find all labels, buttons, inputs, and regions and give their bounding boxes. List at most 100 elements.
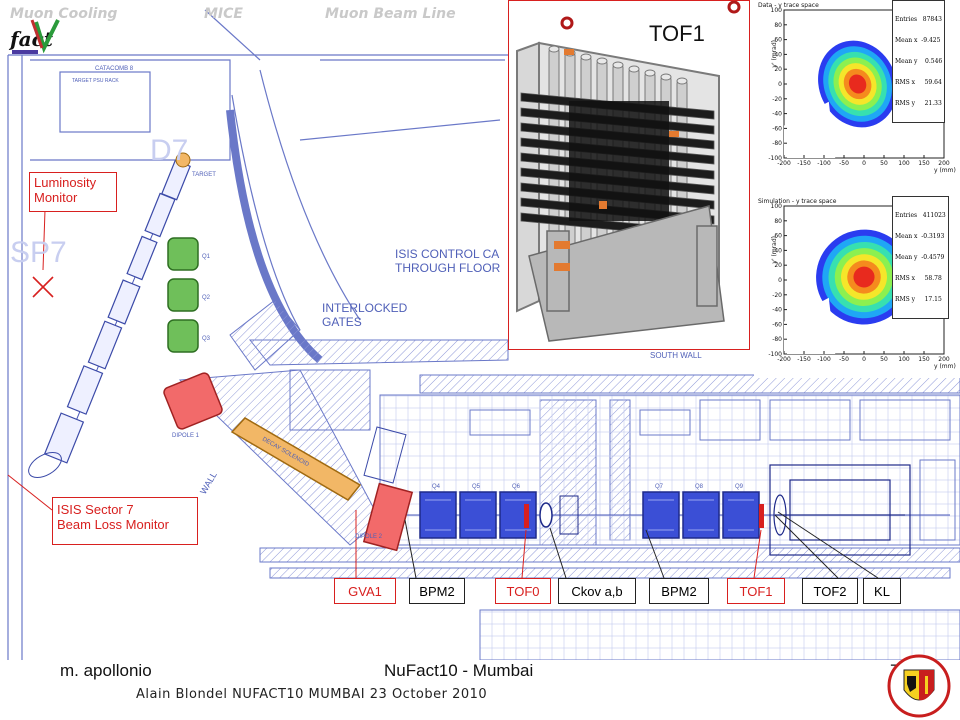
svg-text:-100: -100 [768,155,782,162]
plan-label-south-wall: SOUTH WALL [650,351,702,360]
header-mice: MICE [204,6,243,22]
plan-label-interlocked: INTERLOCKED [322,301,408,315]
luminosity-monitor-callout: Luminosity Monitor [29,172,117,212]
sim-stat-rms-y: RMS y 17.15 [895,296,942,303]
plan-label-isis-control: ISIS CONTROL CA [395,247,499,261]
plan-label-q5: Q5 [472,484,481,490]
sim-stat-rms-x: RMS x 58.78 [895,275,942,282]
svg-text:100: 100 [771,7,783,14]
data-stat-mean-y: Mean y 0.546 [895,58,943,65]
isis-callout-line-2: Beam Loss Monitor [57,517,169,532]
svg-text:-60: -60 [772,321,782,328]
svg-text:50: 50 [880,356,888,363]
svg-text:0: 0 [778,81,782,88]
svg-text:-200: -200 [777,160,791,167]
svg-text:Simulation - y trace space: Simulation - y trace space [758,198,837,205]
svg-text:y' (mrad): y' (mrad) [771,236,778,264]
sim-stat-entries: Entries 411023 [895,212,946,219]
sim-stat-mean-y: Mean y -0.4579 [895,254,945,261]
detector-label-tof2: TOF2 [802,578,858,604]
svg-text:150: 150 [918,356,930,363]
horizontal-scintillator-bars [520,92,715,240]
plan-label-gates: GATES [322,315,362,329]
svg-text:200: 200 [938,160,950,167]
detector-label-bpm2: BPM2 [649,578,709,604]
svg-text:40: 40 [774,247,782,254]
plan-label-wall: WALL [198,470,219,496]
svg-text:20: 20 [774,262,782,269]
plan-label-sp7: SP7 [10,236,67,269]
simulation-trace-space-plot: Simulation - y trace space100806040200-2… [758,198,956,370]
svg-text:100: 100 [771,203,783,210]
header-muon-cooling: Muon Cooling [10,6,118,22]
plan-label-q8: Q8 [695,484,704,490]
trace-space-svg: Data - y trace space100806040200-20-40-6… [758,2,956,370]
svg-text:-50: -50 [839,160,849,167]
data-stat-rms-x: RMS x 59.64 [895,79,942,86]
luminosity-callout-line-1: Luminosity [34,175,97,190]
svg-text:-150: -150 [797,356,811,363]
svg-text:100: 100 [898,356,910,363]
data-stats-box: Entries 87843 Mean x -9.425 Mean y 0.546… [892,0,946,123]
detector-label-tof1: TOF1 [727,578,785,604]
svg-text:-100: -100 [817,160,831,167]
simulation-stats-box: Entries 411023 Mean x -0.3193 Mean y -0.… [892,196,949,319]
plan-label-through-floor: THROUGH FLOOR [395,261,501,275]
plan-label-catacomb: CATACOMB 8 [95,66,134,72]
plan-label-q6: Q6 [512,484,521,490]
svg-text:-40: -40 [772,307,782,314]
beamline-floor-plan: CATACOMB 8 TARGET PSU RACK D7 TARGET SP7… [7,9,960,660]
svg-text:-80: -80 [772,140,782,147]
plan-label-q1: Q1 [202,254,211,260]
plan-label-q4: Q4 [432,484,441,490]
detector-label-tof0: TOF0 [495,578,551,604]
svg-text:100: 100 [898,160,910,167]
svg-text:0: 0 [862,356,866,363]
svg-text:150: 150 [918,160,930,167]
data-stat-entries: Entries 87843 [895,16,942,23]
svg-text:200: 200 [938,356,950,363]
svg-text:-60: -60 [772,125,782,132]
tof1-panel-title: TOF1 [649,21,705,46]
isis-beam-loss-callout: ISIS Sector 7 Beam Loss Monitor [52,497,198,545]
svg-text:y (mm): y (mm) [934,363,956,370]
svg-text:y (mm): y (mm) [934,167,956,174]
svg-text:-40: -40 [772,111,782,118]
svg-text:60: 60 [774,37,782,44]
plan-label-q2: Q2 [202,295,211,301]
plan-label-target: TARGET [192,172,216,178]
plan-label-dipole-2: DIPOLE 2 [355,534,383,540]
svg-text:40: 40 [774,51,782,58]
tof1-detector-render [516,1,741,342]
svg-text:-150: -150 [797,160,811,167]
dipole-2 [362,482,414,552]
svg-text:y' (mrad): y' (mrad) [771,40,778,68]
plan-label-q3: Q3 [202,336,211,342]
svg-text:Data - y trace space: Data - y trace space [758,2,819,9]
svg-text:-20: -20 [772,292,782,299]
plan-label-q9: Q9 [735,484,744,490]
tof1-detector-panel: TOF1 [508,0,750,350]
quadrupoles-q1-q3 [167,237,199,353]
svg-text:-50: -50 [839,356,849,363]
detector-label-bpm2: BPM2 [409,578,465,604]
svg-text:50: 50 [880,160,888,167]
plan-label-d7: D7 [150,134,188,167]
footer-subtitle: Alain Blondel NUFACT10 MUMBAI 23 October… [136,687,488,702]
detector-label-ckov-a-b: Ckov a,b [558,578,636,604]
data-stat-mean-x: Mean x -9.425 [895,37,941,44]
svg-text:-80: -80 [772,336,782,343]
svg-text:60: 60 [774,233,782,240]
luminosity-callout-line-2: Monitor [34,190,78,205]
fact-logo: fact [8,19,60,54]
svg-text:-100: -100 [817,356,831,363]
geneva-crest-logo [887,654,951,718]
header-muon-beam-line: Muon Beam Line [325,6,456,22]
decay-solenoid [230,417,362,501]
data-stat-rms-y: RMS y 21.33 [895,100,942,107]
plan-label-psu-rack: TARGET PSU RACK [72,78,119,84]
dipole-1 [163,372,223,430]
svg-text:-20: -20 [772,96,782,103]
svg-text:80: 80 [774,218,782,225]
